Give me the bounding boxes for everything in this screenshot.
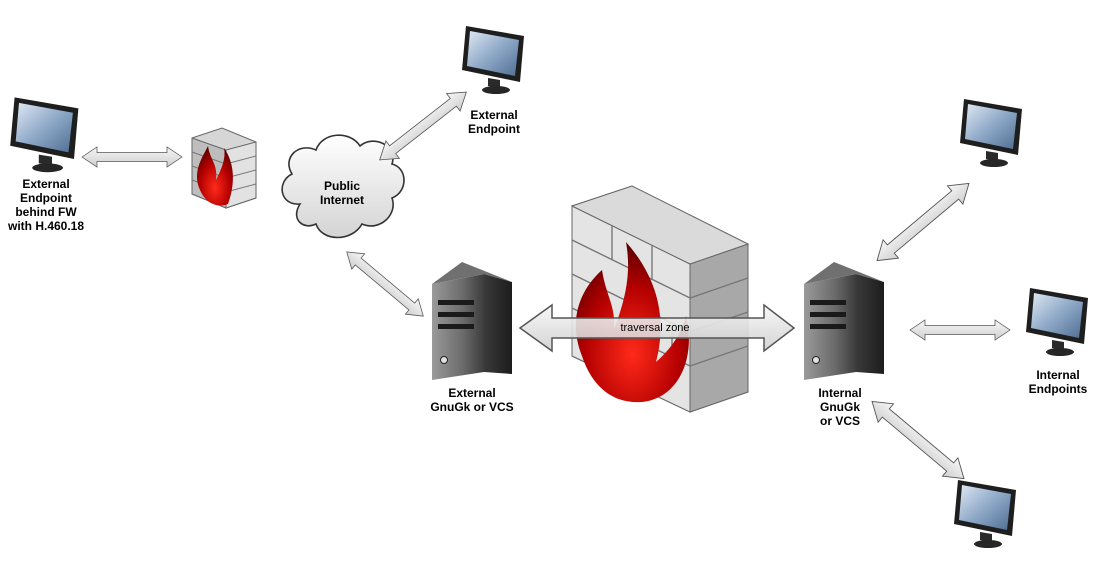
- monitor-icon: [1026, 288, 1088, 356]
- small-firewall-icon: [191, 127, 257, 209]
- connection-arrow: [863, 391, 973, 489]
- label-external-endpoint: External Endpoint: [468, 108, 520, 136]
- label-external-gk: External GnuGk or VCS: [430, 386, 514, 414]
- label-traversal-zone: traversal zone: [620, 322, 690, 334]
- connection-arrow: [372, 82, 474, 170]
- label-external-endpoint-behind-fw: External Endpoint behind FW with H.460.1…: [7, 177, 85, 233]
- cloud-icon: [281, 134, 405, 239]
- connection-arrow: [339, 243, 431, 325]
- connection-arrow: [868, 173, 978, 271]
- monitor-icon: [960, 99, 1022, 167]
- monitor-icon: [954, 480, 1016, 548]
- connection-arrow: [909, 319, 1011, 341]
- server-icon: [431, 261, 513, 381]
- monitor-icon: [10, 97, 79, 173]
- label-internal-endpoints: Internal Endpoints: [1028, 368, 1088, 396]
- server-icon: [803, 261, 885, 381]
- label-public-internet: Public Internet: [319, 179, 364, 207]
- firewall-icon: [570, 185, 750, 413]
- connection-arrow: [81, 146, 183, 168]
- traversal-zone-arrow: [518, 303, 796, 353]
- monitor-icon: [462, 26, 524, 94]
- label-internal-gk: Internal GnuGk or VCS: [818, 386, 862, 428]
